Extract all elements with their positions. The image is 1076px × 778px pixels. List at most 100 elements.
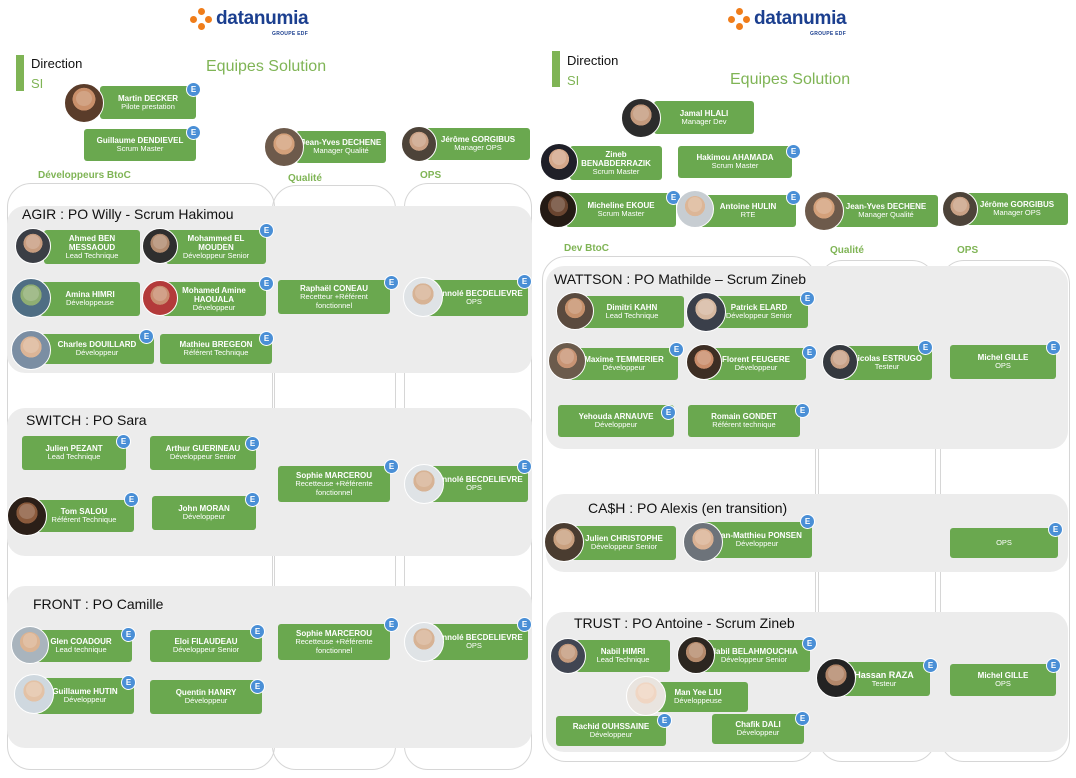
person-role: Développeur <box>594 420 638 430</box>
team-band-front <box>7 586 532 748</box>
avatar <box>804 191 844 231</box>
person-card-benabderrazik: Zineb BENABDERRAZIK Scrum Master <box>570 146 662 180</box>
person-role: Manager OPS <box>454 143 502 153</box>
avatar <box>540 143 578 181</box>
person-card-gorgibus: Jérôme GORGIBUS Manager OPS <box>426 128 530 160</box>
person-role: Testeur <box>874 362 900 372</box>
person-card-temmerier: Maxime TEMMERIER Développeur <box>570 348 678 380</box>
avatar <box>539 190 577 228</box>
avatar <box>404 622 444 662</box>
avatar <box>142 228 178 264</box>
person-name: Charles DOUILLARD <box>57 340 137 350</box>
person-role: Développeur <box>75 348 119 358</box>
person-name: Florent FEUGERE <box>721 355 790 365</box>
e-badge-icon: E <box>517 459 532 474</box>
column-label-qualite: Qualité <box>288 173 322 184</box>
company-logo-right: datanumia <box>728 8 847 30</box>
person-role: Référent technique <box>712 420 776 430</box>
avatar <box>822 344 858 380</box>
person-role: Recetteur +Référent fonctionnel <box>300 291 368 310</box>
avatar <box>676 190 714 228</box>
person-role: Référent Technique <box>183 348 249 358</box>
person-card-guerineau: Arthur GUERINEAU Développeur Senior <box>150 436 256 470</box>
person-name: Jean-Matthieu PONSEN <box>712 531 802 541</box>
person-role: Scrum Master <box>597 209 645 219</box>
direction-sub: SI <box>31 76 44 91</box>
person-name: Jean-Yves DECHENE <box>300 138 382 148</box>
avatar <box>942 191 978 227</box>
avatar <box>404 464 444 504</box>
avatar <box>401 126 437 162</box>
person-card-himri-amina: Amina HIMRI Développeuse <box>40 282 140 316</box>
person-role: Développeuse <box>674 696 722 706</box>
person-name: Jean-Yves DECHENE <box>845 202 927 212</box>
person-card-coneau: Raphaël CONEAU Recetteur +Référent fonct… <box>278 280 390 314</box>
person-name: Michel GILLE <box>977 353 1029 363</box>
person-card-arnauve: Yehouda ARNAUVE Développeur <box>558 405 674 437</box>
e-badge-icon: E <box>923 658 938 673</box>
equipes-title: Equipes Solution <box>730 71 851 88</box>
e-badge-icon: E <box>918 340 933 355</box>
person-name: Guillaume HUTIN <box>52 687 118 697</box>
column-label-dev: Dev BtoC <box>564 243 610 254</box>
person-card-gille-wattson: Michel GILLE OPS <box>950 345 1056 379</box>
avatar <box>11 330 51 370</box>
person-role: Lead Technique <box>596 655 650 665</box>
person-role: Développeur <box>184 696 228 706</box>
person-name: Raphaël CONEAU <box>299 283 368 293</box>
person-card-marcerou-front: Sophie MARCEROU Recetteuse +Référente fo… <box>278 624 390 660</box>
direction-title: Direction <box>567 53 619 68</box>
e-badge-icon: E <box>116 434 131 449</box>
person-role: Lead Technique <box>65 250 119 260</box>
person-name: Gwennolé BECDELIEVRE <box>425 633 523 643</box>
person-role: Développeur <box>589 730 633 740</box>
person-name: Gwennolé BECDELIEVRE <box>425 475 523 485</box>
person-name: Julien CHRISTOPHE <box>585 534 663 544</box>
avatar <box>544 522 584 562</box>
person-name: Nicolas ESTRUGO <box>851 354 923 364</box>
person-name: Sophie MARCEROU <box>296 470 372 480</box>
person-name: Patrick ELARD <box>730 303 788 313</box>
person-name: Mathieu BREGEON <box>179 340 253 350</box>
avatar <box>621 98 661 138</box>
avatar <box>7 496 47 536</box>
person-card-feugere: Florent FEUGERE Développeur <box>706 348 806 380</box>
person-role: Développeur <box>735 539 779 549</box>
person-name: Martin DECKER <box>117 93 178 103</box>
column-label-dev: Développeurs BtoC <box>38 170 131 181</box>
person-card-mouden: Mohammed EL MOUDEN Développeur Senior <box>166 230 266 264</box>
person-card-hanry: Quentin HANRY Développeur <box>150 680 262 714</box>
person-name: Arthur GUERINEAU <box>165 444 241 454</box>
e-badge-icon: E <box>259 223 274 238</box>
person-role: Lead technique <box>55 645 107 655</box>
person-name: Nabil HIMRI <box>600 647 646 657</box>
person-name: Hassan RAZA <box>854 669 914 680</box>
person-name: Man Yee LIU <box>674 688 722 698</box>
avatar <box>11 626 49 664</box>
person-role: Lead Technique <box>47 452 101 462</box>
person-role: Scrum Master <box>116 144 164 154</box>
person-card-marcerou-switch: Sophie MARCEROU Recetteuse +Référente fo… <box>278 466 390 502</box>
avatar <box>264 127 304 167</box>
team-title-cash: CA$H : PO Alexis (en transition) <box>588 500 788 516</box>
person-name: Mohammed EL MOUDEN <box>187 233 245 252</box>
e-badge-icon: E <box>245 492 260 507</box>
team-title-front: FRONT : PO Camille <box>33 596 164 612</box>
person-card-douillard: Charles DOUILLARD Développeur <box>40 334 154 364</box>
person-role: Développeur Senior <box>720 655 788 665</box>
person-role: Manager Qualité <box>313 146 369 156</box>
avatar <box>403 277 443 317</box>
person-role: Développeur <box>736 728 780 738</box>
logo-brand: datanumia <box>216 8 309 29</box>
avatar <box>11 278 51 318</box>
e-badge-icon: E <box>661 405 676 420</box>
person-name: Romain GONDET <box>711 412 777 422</box>
person-card-bregeon: Mathieu BREGEON Référent Technique <box>160 334 272 364</box>
avatar <box>626 676 666 716</box>
person-card-elard: Patrick ELARD Développeur Senior <box>710 296 808 328</box>
avatar <box>686 344 722 380</box>
logo-group: GROUPE EDF <box>810 31 847 37</box>
person-role: Développeur <box>63 695 107 705</box>
person-role: Développeur Senior <box>172 645 240 655</box>
e-badge-icon: E <box>186 125 201 140</box>
